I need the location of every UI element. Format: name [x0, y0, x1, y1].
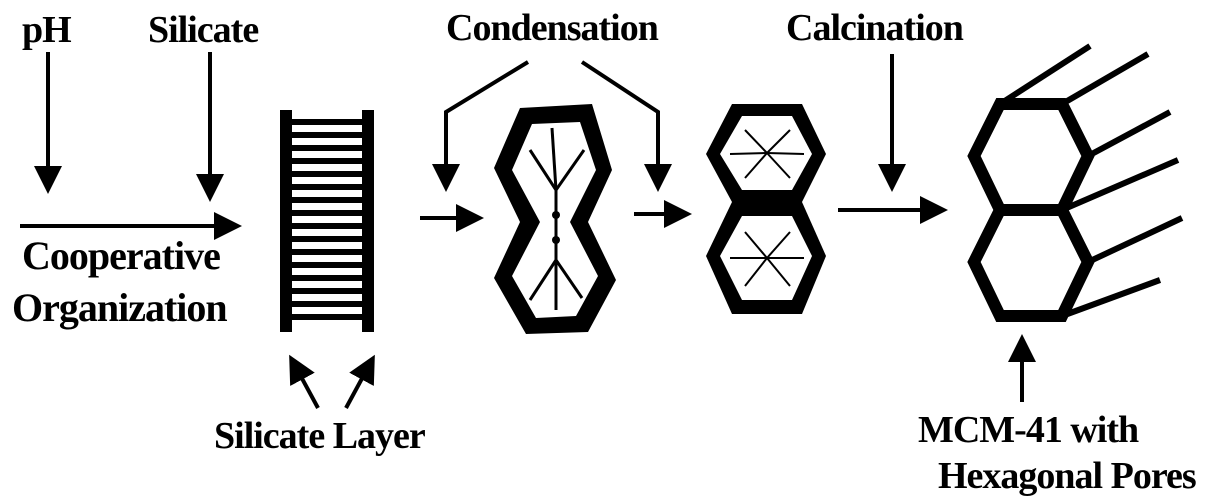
silicate-layer-arrow-left [292, 360, 318, 408]
silicate-layer-label: Silicate Layer [214, 414, 425, 458]
cooperative-label: Cooperative [22, 232, 220, 279]
intermediate-structure [494, 104, 616, 334]
mcm41-label: MCM-41 with [918, 408, 1138, 452]
silicate-layer-arrow-right [346, 360, 372, 408]
organization-label: Organization [12, 284, 227, 331]
silicate-label: Silicate [148, 8, 258, 52]
calcination-label: Calcination [786, 6, 963, 50]
silicate-layer-structure [280, 110, 374, 332]
hexagonal-pores-label: Hexagonal Pores [938, 454, 1196, 498]
mcm41-hexagonal-pores [974, 46, 1182, 316]
condensation-label: Condensation [446, 6, 658, 50]
hexagon-pair-structure [706, 104, 826, 314]
ph-label: pH [22, 8, 71, 52]
